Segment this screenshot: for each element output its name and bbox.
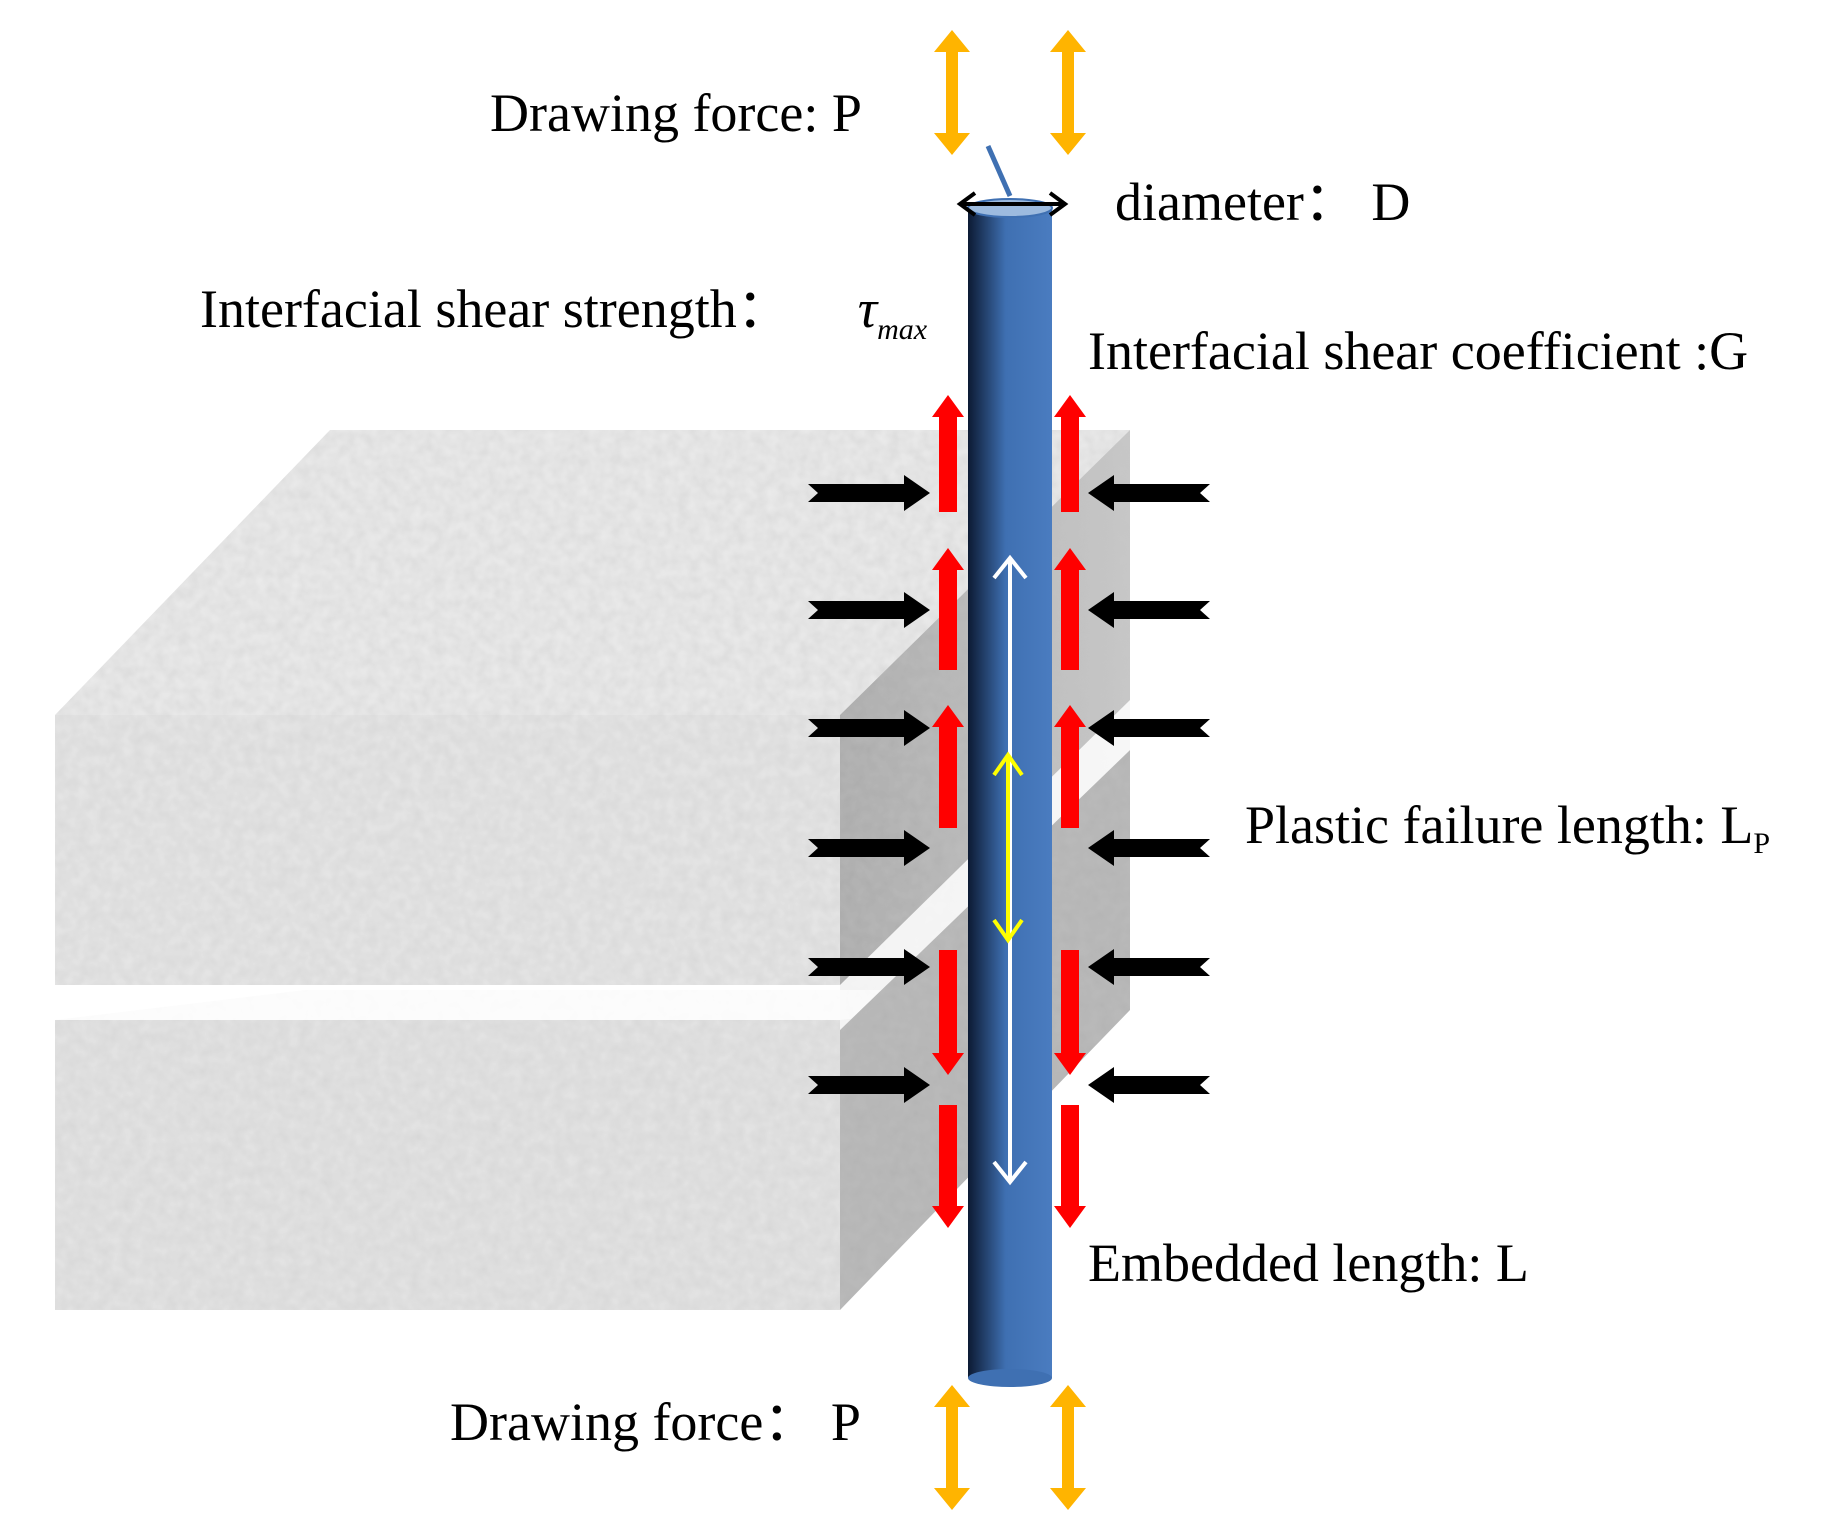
shear-arrow-up-right-2 [1054,548,1086,670]
shear-arrow-down-right-2 [1054,1105,1086,1228]
shear-arrow-up-left-3 [932,705,964,828]
shear-arrow-up-left-1 [932,395,964,512]
shear-arrow-up-left-2 [932,548,964,670]
shear-arrow-down-left-2 [932,1105,964,1228]
matrix-gap-front [55,985,840,1020]
matrix-block [55,430,1130,1310]
shear-arrow-up-right-1 [1054,395,1086,512]
pressure-arrow-left-4 [808,830,930,866]
pressure-arrow-left-2 [808,592,930,628]
pull-arrow-top-left [934,30,970,155]
plastic-failure-length-arrow [992,751,1024,944]
pressure-arrow-right-4 [1088,830,1210,866]
shear-strength-subscript: max [877,313,928,346]
pressure-arrow-left-3 [808,710,930,746]
pressure-arrow-right-2 [1088,592,1210,628]
shear-strength-symbol: τ [857,279,878,339]
fiber-rod-bottom [968,1369,1052,1387]
plastic-failure-subscript: P [1753,827,1771,860]
diameter-pointer-line [985,144,1013,198]
pull-arrow-top-right [1050,30,1086,155]
diameter-arrow [956,191,1069,217]
pressure-arrow-right-1 [1088,475,1210,511]
shear-arrow-up-right-3 [1054,705,1086,828]
pull-arrow-bottom-left [934,1385,970,1510]
matrix-upper-front-face [55,715,840,985]
drawing-force-bottom-label: Drawing force： P [450,1392,861,1452]
shear-arrow-down-right-1 [1054,950,1086,1075]
drawing-force-top-label: Drawing force: P [490,83,862,143]
pressure-arrow-right-3 [1088,710,1210,746]
shear-strength-label: Interfacial shear strength： τmax [200,282,927,345]
plastic-failure-length-label: Plastic failure length: LP [1245,798,1770,859]
pressure-arrow-left-1 [808,475,930,511]
shear-arrow-down-left-1 [932,950,964,1075]
plastic-failure-text: Plastic failure length: L [1245,795,1754,855]
shear-strength-text: Interfacial shear strength： [200,279,791,339]
pressure-arrow-left-5 [808,949,930,985]
diameter-label: diameter： D [1115,172,1411,232]
pressure-arrow-right-5 [1088,949,1210,985]
embedded-length-label: Embedded length: L [1088,1233,1529,1293]
matrix-lower-front-face [55,1020,840,1310]
pressure-arrow-left-6 [808,1067,930,1103]
shear-coefficient-label: Interfacial shear coefficient :G [1088,321,1749,381]
pull-arrow-bottom-right [1050,1385,1086,1510]
fiber-rod-top [967,198,1053,218]
pressure-arrow-right-6 [1088,1067,1210,1103]
